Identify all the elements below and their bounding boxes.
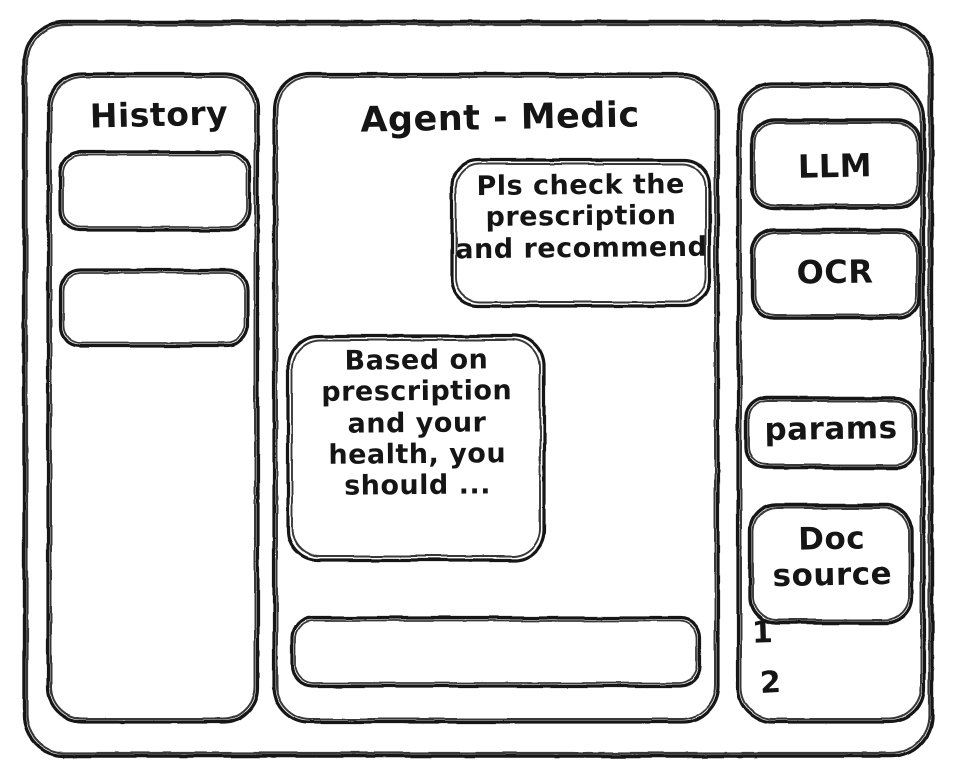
- history-item-1[interactable]: [60, 152, 250, 230]
- history-item-2[interactable]: [60, 270, 248, 346]
- tool-ocr-button[interactable]: [752, 230, 920, 318]
- message-user-text: Pls check the prescription and recommend: [455, 168, 708, 265]
- page-title: Agent - Medic: [359, 95, 640, 141]
- tool-llm-button[interactable]: [752, 120, 920, 208]
- doc-source-item-2[interactable]: 2: [759, 664, 783, 702]
- composer-input[interactable]: [292, 618, 700, 686]
- message-assistant-text: Based on prescription and your health, y…: [321, 344, 513, 502]
- doc-source-item-1[interactable]: 1: [751, 614, 774, 651]
- tool-doc-source-button[interactable]: [750, 505, 912, 623]
- tool-params-button[interactable]: [746, 398, 916, 468]
- sidebar-left-title: History: [89, 93, 229, 136]
